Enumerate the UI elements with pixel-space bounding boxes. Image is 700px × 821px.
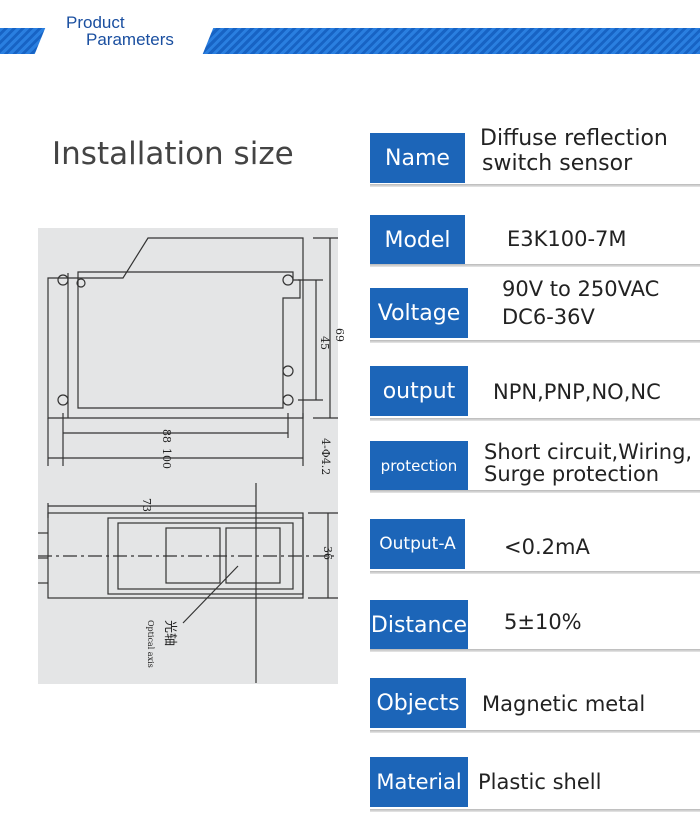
installation-title: Installation size bbox=[52, 136, 294, 172]
spec-value-material: Plastic shell bbox=[478, 770, 602, 794]
spec-value-output: NPN,PNP,NO,NC bbox=[493, 380, 661, 404]
spec-label-distance: Distance bbox=[370, 600, 468, 650]
spec-value-protection-2: Surge protection bbox=[484, 462, 660, 486]
spec-value-protection-1: Short circuit,Wiring, bbox=[484, 440, 693, 464]
spec-value-model: E3K100-7M bbox=[507, 227, 627, 251]
top-view-outline bbox=[47, 237, 304, 419]
spec-label-material: Material bbox=[370, 757, 468, 807]
spec-row-objects: Objects Magnetic metal bbox=[370, 678, 700, 738]
spec-value-name-1: Diffuse reflection bbox=[480, 126, 668, 151]
header-title-line1: Product bbox=[66, 13, 125, 32]
spec-row-voltage: Voltage 90V to 250VAC DC6-36V bbox=[370, 277, 700, 343]
hole-bottom-right bbox=[282, 394, 294, 406]
spec-label-output-a: Output-A bbox=[370, 519, 465, 569]
dim-45: 45 bbox=[318, 336, 331, 350]
dim-88: 88 bbox=[160, 429, 173, 443]
technical-drawing-svg: 69 45 88 100 4-Φ4.2 73 36 光轴 Optical axi… bbox=[38, 237, 346, 683]
top-view-inner bbox=[77, 271, 301, 409]
spec-label-model: Model bbox=[370, 215, 465, 265]
spec-row-model: Model E3K100-7M bbox=[370, 212, 700, 272]
hole-top-left bbox=[57, 274, 69, 286]
spec-row-name: Name Diffuse reflection switch sensor bbox=[370, 128, 700, 188]
spec-row-protection: protection Short circuit,Wiring, Surge p… bbox=[370, 438, 700, 498]
hole-bottom-left bbox=[57, 394, 69, 406]
spec-value-output-a: <0.2mA bbox=[504, 535, 590, 559]
header-title-line2: Parameters bbox=[86, 30, 174, 49]
dim-100: 100 bbox=[160, 448, 173, 469]
spec-value-voltage-1: 90V to 250VAC bbox=[502, 277, 660, 301]
spec-label-voltage: Voltage bbox=[370, 288, 468, 338]
dim-73: 73 bbox=[140, 498, 153, 512]
hole-top-right bbox=[282, 274, 294, 286]
spec-row-output: output NPN,PNP,NO,NC bbox=[370, 366, 700, 426]
hole-spec: 4-Φ4.2 bbox=[319, 438, 332, 475]
spec-row-distance: Distance 5±10% bbox=[370, 597, 700, 657]
spec-value-distance: 5±10% bbox=[504, 610, 582, 634]
spec-label-protection: protection bbox=[370, 441, 468, 491]
spec-value-voltage-2: DC6-36V bbox=[502, 305, 595, 329]
dim-69: 69 bbox=[333, 328, 346, 342]
spec-row-material: Material Plastic shell bbox=[370, 757, 700, 817]
header-title: Product Parameters bbox=[66, 14, 174, 48]
spec-label-name: Name bbox=[370, 133, 465, 183]
spec-value-objects: Magnetic metal bbox=[482, 692, 646, 716]
optical-axis-cn: 光轴 bbox=[162, 620, 177, 646]
spec-row-output-a: Output-A <0.2mA bbox=[370, 519, 700, 579]
spec-label-output: output bbox=[370, 366, 468, 416]
installation-drawing: 69 45 88 100 4-Φ4.2 73 36 光轴 Optical axi… bbox=[38, 228, 346, 684]
dim-36: 36 bbox=[321, 546, 334, 560]
spec-value-name-2: switch sensor bbox=[482, 151, 633, 176]
spec-label-objects: Objects bbox=[370, 678, 466, 728]
optical-axis-en: Optical axis bbox=[146, 620, 155, 668]
